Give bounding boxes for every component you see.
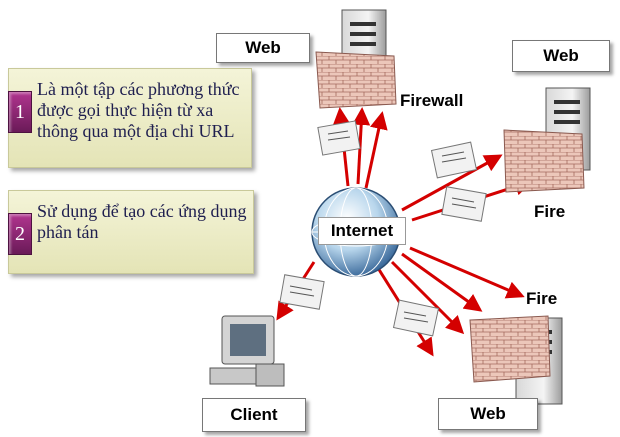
note-text: Sử dụng để tạo các ứng dụng phân tán xyxy=(37,201,247,242)
note-text: Là một tập các phương thức được gọi thực… xyxy=(37,79,240,141)
client-computer-icon xyxy=(209,315,285,387)
internet-label: Internet xyxy=(318,217,406,245)
message-icon-5 xyxy=(392,299,440,337)
message-icon-2 xyxy=(430,141,478,179)
message-icon-1 xyxy=(317,120,361,156)
firewall-top-label: Firewall xyxy=(400,91,464,110)
firewall-bottom-label: Fire xyxy=(526,289,558,308)
arrow-to-web-bottom-3 xyxy=(401,252,483,312)
message-icons xyxy=(279,120,487,337)
web-server-right-label: Web xyxy=(512,40,610,72)
arrow-to-web-bottom-4 xyxy=(409,246,525,299)
info-note-1: 1 Là một tập các phương thức được gọi th… xyxy=(8,68,252,168)
arrow-to-web-top-3 xyxy=(364,111,388,189)
arrow-to-web-bottom-2 xyxy=(390,260,465,335)
firewall-right-icon xyxy=(503,129,585,193)
firewall-right-label: Fire xyxy=(534,202,566,221)
arrow-to-web-right-1 xyxy=(401,154,503,212)
message-icon-4 xyxy=(279,274,325,310)
firewall-top-icon xyxy=(315,51,397,109)
info-note-2: 2 Sử dụng để tạo các ứng dụng phân tán xyxy=(8,190,254,274)
note-number-badge: 1 xyxy=(8,91,32,133)
web-server-top-label: Web xyxy=(216,33,310,63)
message-icon-3 xyxy=(441,186,487,222)
web-server-bottom-label: Web xyxy=(438,398,538,430)
client-label: Client xyxy=(202,398,306,432)
note-number-badge: 2 xyxy=(8,213,32,255)
firewall-bottom-icon xyxy=(469,315,551,383)
